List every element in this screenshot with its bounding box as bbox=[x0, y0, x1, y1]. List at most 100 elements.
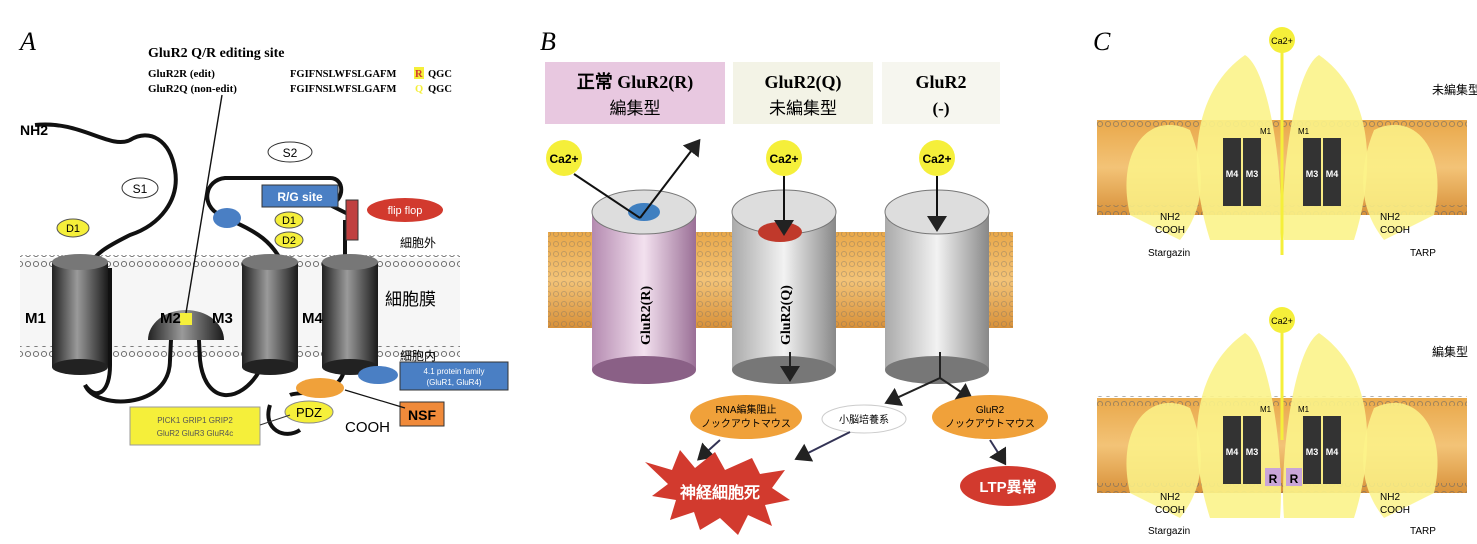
top-nh2-right: NH2 bbox=[1380, 212, 1400, 223]
label-s2: S2 bbox=[283, 146, 298, 160]
label-pdz-partners-2: GluR2 GluR3 GluR4c bbox=[157, 429, 233, 438]
bot-stargazin: Stargazin bbox=[1148, 526, 1190, 537]
ltp-label: LTP異常 bbox=[979, 478, 1036, 496]
outcome-3-line1: GluR2 bbox=[976, 405, 1005, 416]
label-s1: S1 bbox=[133, 182, 148, 196]
row1-name: GluR2R (edit) bbox=[148, 68, 215, 80]
top-stargazin: Stargazin bbox=[1148, 248, 1190, 259]
nsf-pointer bbox=[345, 390, 405, 408]
channel-1-label: GluR2(R) bbox=[639, 286, 654, 345]
top-state-label: 未編集型 bbox=[1432, 82, 1477, 97]
channel-2-label: GluR2(Q) bbox=[779, 285, 794, 345]
row2-res: Q bbox=[415, 84, 423, 95]
top-tarp: TARP bbox=[1410, 248, 1436, 259]
ca-ion-c-top-label: Ca2+ bbox=[1271, 36, 1293, 46]
panel-a: A M1 M2 M3 M4 NH2 bbox=[18, 27, 508, 445]
col1-subtitle: 編集型 bbox=[610, 99, 661, 119]
top-m4-left: M4 bbox=[1226, 169, 1239, 179]
row1-tail: QGC bbox=[428, 69, 452, 80]
label-cooh-a: COOH bbox=[345, 419, 390, 436]
panel-b-letter: B bbox=[540, 27, 556, 56]
top-cooh-right: COOH bbox=[1380, 225, 1410, 236]
bot-m4-right: M4 bbox=[1326, 447, 1339, 457]
arrow-out3-ltp bbox=[990, 440, 1004, 462]
label-pdz-partners-1: PICK1 GRIP1 GRIP2 bbox=[157, 416, 233, 425]
panel-a-letter: A bbox=[18, 27, 36, 56]
helix-m3 bbox=[242, 254, 298, 375]
ca-ion-c-bottom-label: Ca2+ bbox=[1271, 316, 1293, 326]
col2-title: GluR2(Q) bbox=[764, 72, 841, 93]
row2-seq: FGIFNSLWFSLGAFM bbox=[290, 84, 396, 95]
protein-family-dot bbox=[358, 366, 398, 384]
top-m1-left: M1 bbox=[1260, 127, 1272, 136]
label-d2: D2 bbox=[282, 235, 296, 247]
outcome-2-label: 小脳培養系 bbox=[839, 413, 889, 426]
rg-site-dot bbox=[213, 208, 241, 228]
panel-c-letter: C bbox=[1093, 27, 1111, 56]
ca-ion-1-label: Ca2+ bbox=[549, 152, 578, 166]
bot-m1-right: M1 bbox=[1298, 405, 1310, 414]
label-d1: D1 bbox=[66, 223, 80, 235]
top-m1-right: M1 bbox=[1298, 127, 1310, 136]
row1-res: R bbox=[415, 69, 423, 80]
bot-m1-left: M1 bbox=[1260, 405, 1272, 414]
panel-b: B 正常 GluR2(R) 編集型 GluR2(Q) 未編集型 GluR2 (-… bbox=[540, 27, 1056, 535]
bot-m4-left: M4 bbox=[1226, 447, 1239, 457]
bottom-state-label: 編集型 bbox=[1432, 344, 1468, 359]
label-nh2-a: NH2 bbox=[20, 122, 48, 138]
panel-c: C M4 M3 M3 M4 M1 M1 Ca2+ 未編集型 NH2 COOH N… bbox=[1093, 27, 1477, 537]
bot-r-left: R bbox=[1269, 472, 1278, 486]
qr-site-marker bbox=[180, 313, 192, 325]
label-intracellular: 細胞内 bbox=[400, 349, 436, 363]
label-flip-flop: flip flop bbox=[388, 205, 423, 217]
bot-m3-left: M3 bbox=[1246, 447, 1259, 457]
helix-m1 bbox=[52, 254, 108, 375]
label-nsf: NSF bbox=[408, 407, 436, 423]
outcome-1-line1: RNA編集阻止 bbox=[715, 403, 776, 416]
top-m3-left: M3 bbox=[1246, 169, 1259, 179]
row2-tail: QGC bbox=[428, 84, 452, 95]
flip-flop-bar bbox=[346, 200, 358, 240]
ca-ion-2-label: Ca2+ bbox=[769, 152, 798, 166]
bot-cooh-left: COOH bbox=[1155, 505, 1185, 516]
editing-site-title: GluR2 Q/R editing site bbox=[148, 46, 285, 61]
label-pdz: PDZ bbox=[296, 405, 322, 420]
bot-cooh-right: COOH bbox=[1380, 505, 1410, 516]
arrow-out2-death bbox=[798, 432, 850, 458]
helix-m4 bbox=[322, 254, 378, 375]
label-protein-family-2: (GluR1, GluR4) bbox=[426, 378, 481, 387]
bot-r-right: R bbox=[1290, 472, 1299, 486]
outcome-3 bbox=[932, 395, 1048, 439]
outcome-3-line2: ノックアウトマウス bbox=[945, 418, 1035, 430]
complex-edited bbox=[1097, 330, 1467, 518]
bot-tarp: TARP bbox=[1410, 526, 1436, 537]
arrow-out1-death bbox=[700, 440, 720, 458]
label-protein-family-1: 4.1 protein family bbox=[424, 367, 485, 376]
col3-subtitle: (-) bbox=[933, 99, 950, 118]
label-extracellular: 細胞外 bbox=[400, 236, 436, 250]
top-m4-right: M4 bbox=[1326, 169, 1339, 179]
label-rg-site: R/G site bbox=[277, 190, 323, 204]
row1-seq: FGIFNSLWFSLGAFM bbox=[290, 69, 396, 80]
col1-title: 正常 GluR2(R) bbox=[577, 71, 694, 93]
label-m2: M2 bbox=[160, 310, 181, 327]
label-m1: M1 bbox=[25, 310, 46, 327]
label-d1b: D1 bbox=[282, 215, 296, 227]
outcome-1-line2: ノックアウトマウス bbox=[701, 418, 791, 430]
label-m4: M4 bbox=[302, 310, 323, 327]
label-membrane: 細胞膜 bbox=[385, 290, 436, 309]
pdz-partners-box bbox=[130, 407, 260, 445]
complex-unedited bbox=[1097, 42, 1467, 255]
col2-subtitle: 未編集型 bbox=[769, 99, 837, 119]
top-m3-right: M3 bbox=[1306, 169, 1319, 179]
outcome-1 bbox=[690, 395, 802, 439]
neuronal-death-label: 神経細胞死 bbox=[680, 483, 760, 502]
col3-title: GluR2 bbox=[915, 72, 966, 92]
pdz-partners-pointer bbox=[260, 415, 290, 425]
label-m3: M3 bbox=[212, 310, 233, 327]
row2-name: GluR2Q (non-edit) bbox=[148, 83, 237, 95]
bot-m3-right: M3 bbox=[1306, 447, 1319, 457]
top-cooh-left: COOH bbox=[1155, 225, 1185, 236]
